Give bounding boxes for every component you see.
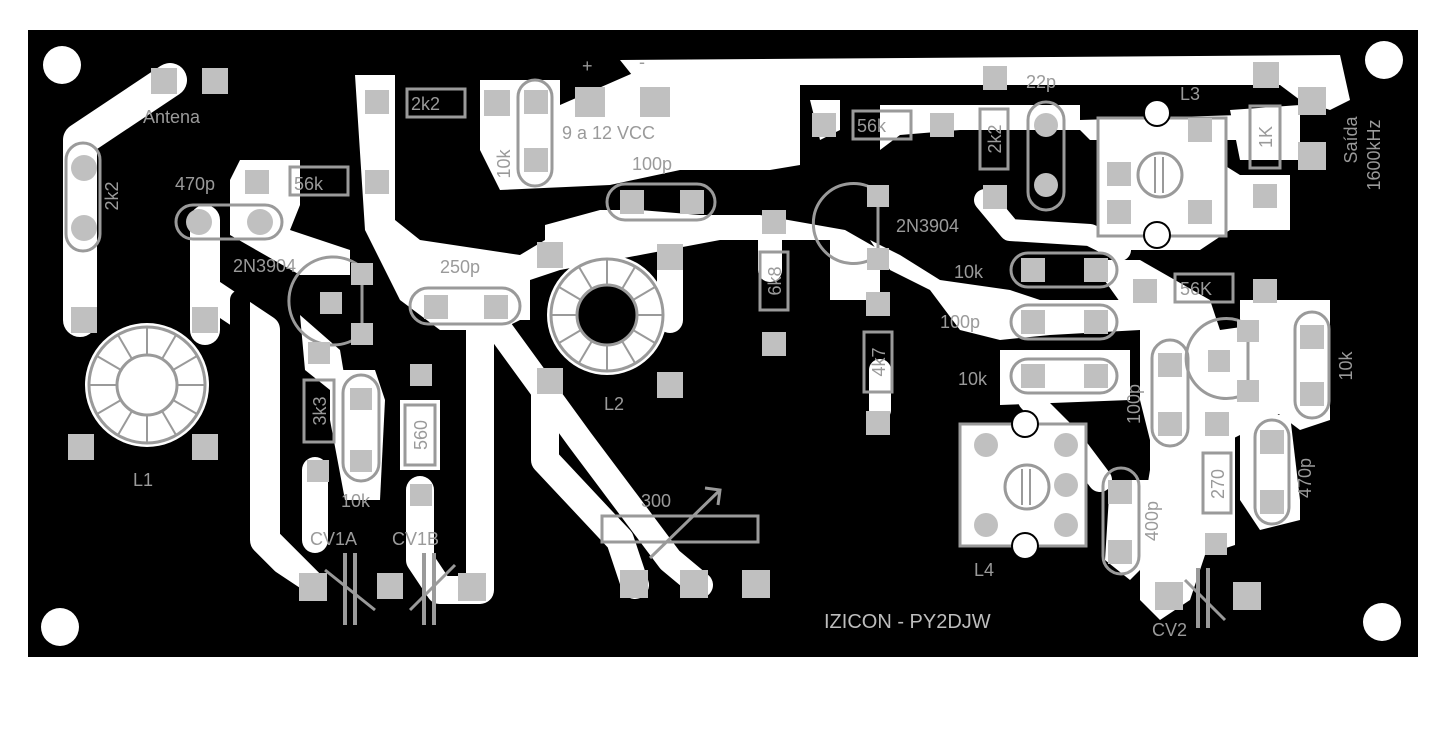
label-cv1a: CV1A (310, 529, 357, 549)
label-power-minus: - (639, 52, 645, 72)
label-r-2k2-left: 2k2 (102, 181, 122, 210)
label-r-560: 560 (411, 420, 431, 450)
toroid-l1 (85, 323, 209, 447)
label-c-400p: 400p (1142, 501, 1162, 541)
label-r-56K: 56K (1180, 279, 1212, 299)
label-r-4k7: 4k7 (869, 347, 889, 376)
label-power-plus: + (582, 56, 593, 76)
label-r-3k3: 3k3 (310, 396, 330, 425)
label-freq: 1600kHz (1364, 119, 1384, 190)
label-r-10k-b: 10k (958, 369, 988, 389)
label-l3: L3 (1180, 84, 1200, 104)
label-l2: L2 (604, 394, 624, 414)
label-q1: 2N3904 (233, 256, 296, 276)
label-r-10k-mid: 10k (341, 491, 371, 511)
label-r-56k-left: 56k (294, 174, 324, 194)
label-power-range: 9 a 12 VCC (562, 123, 655, 143)
label-c-470p-left: 470p (175, 174, 215, 194)
label-output: Saída (1341, 115, 1361, 163)
label-r-10k-top: 10k (494, 148, 514, 178)
label-q2: 2N3904 (896, 216, 959, 236)
silkscreen-labels: Antena 2k2 470p 56k 2N3904 2k2 + - 9 a 1… (102, 52, 1384, 640)
label-cv2: CV2 (1152, 620, 1187, 640)
label-cv1b: CV1B (392, 529, 439, 549)
label-c-300: 300 (641, 491, 671, 511)
label-l1: L1 (133, 470, 153, 490)
label-c-22p: 22p (1026, 72, 1056, 92)
label-r-2k2-right: 2k2 (985, 124, 1005, 153)
label-credit: IZICON - PY2DJW (824, 611, 991, 633)
label-c-100p-top: 100p (632, 154, 672, 174)
label-l4: L4 (974, 560, 994, 580)
pads (68, 62, 1326, 610)
label-r-10k-right: 10k (1336, 350, 1356, 380)
label-c-250p: 250p (440, 257, 480, 277)
label-antena: Antena (143, 107, 201, 127)
label-r-56k-top: 56k (857, 116, 887, 136)
label-r-270: 270 (1208, 469, 1228, 499)
label-r-1k: 1K (1256, 126, 1276, 148)
label-r-2k2-top: 2k2 (411, 94, 440, 114)
label-r-10k-a: 10k (954, 262, 984, 282)
label-c-100p-v: 100p (1124, 384, 1144, 424)
mounting-holes (41, 41, 1403, 646)
component-outlines (64, 78, 1331, 628)
label-r-6k8: 6k8 (765, 266, 785, 295)
toroid-l2 (547, 255, 667, 375)
label-c-470p-right: 470p (1295, 458, 1315, 498)
label-c-100p-a: 100p (940, 312, 980, 332)
